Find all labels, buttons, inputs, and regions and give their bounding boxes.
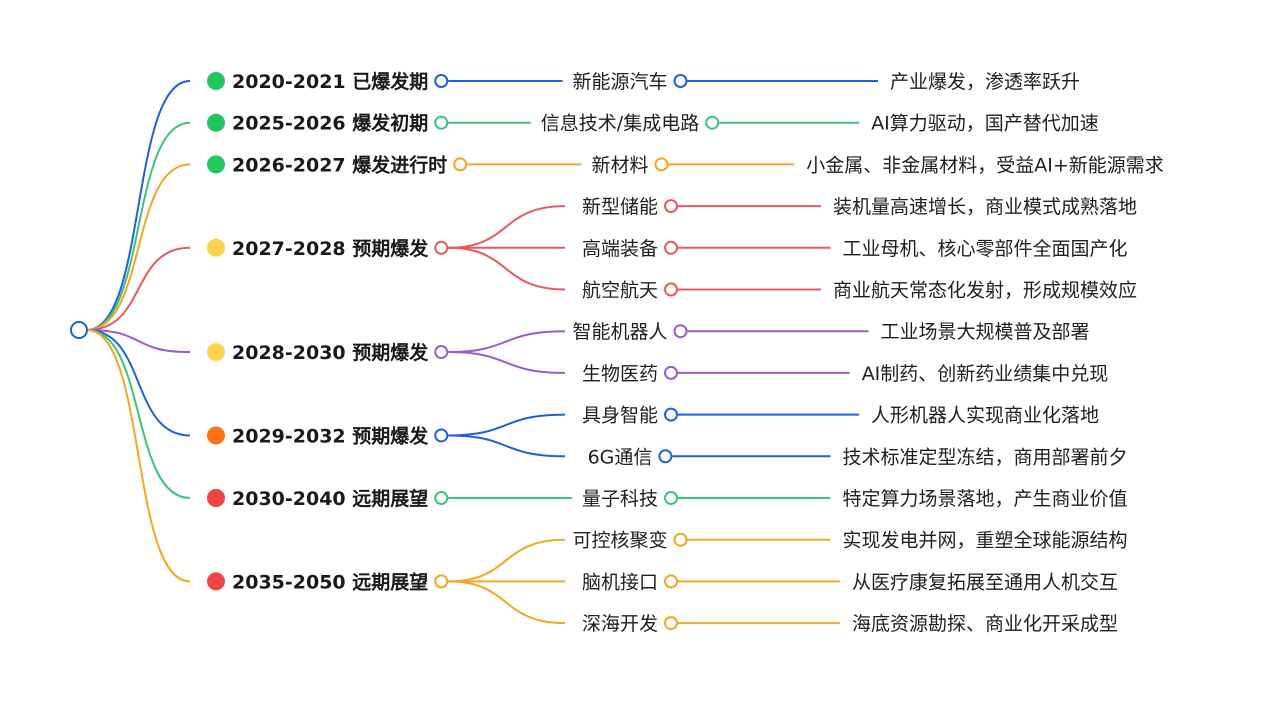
root-connector — [86, 329, 191, 354]
stage-node-handle[interactable] — [434, 115, 449, 130]
description-label: 商业航天常态化发射，形成规模效应 — [833, 280, 1137, 302]
stage-node-handle[interactable] — [434, 74, 449, 88]
sector-node-handle[interactable] — [664, 616, 679, 631]
description-label: 小金属、非金属材料，受益AI+新能源需求 — [806, 154, 1164, 176]
sector-node-handle[interactable] — [673, 74, 688, 88]
stage-connector — [448, 351, 566, 374]
sector-node-handle[interactable] — [705, 115, 720, 130]
sector-label[interactable]: 深海开发 — [582, 613, 658, 635]
stage-label[interactable]: 2028-2030 预期爆发 — [232, 341, 429, 364]
sector-node-handle[interactable] — [658, 449, 673, 464]
root-connector — [86, 246, 191, 331]
stage-connector — [448, 413, 566, 437]
root-connector — [86, 329, 191, 437]
stage-connector — [448, 538, 566, 583]
node-layer: 2020-2021 已爆发期 新能源汽车 产业爆发，渗透率跃升 2025-2026 爆… — [207, 70, 1164, 635]
status-dot — [207, 343, 225, 362]
status-dot — [207, 238, 225, 257]
stage-connector — [448, 434, 566, 458]
sector-node-handle[interactable] — [673, 532, 688, 547]
sector-label[interactable]: 新材料 — [591, 154, 648, 176]
sector-node-handle[interactable] — [673, 324, 688, 339]
description-label: 人形机器人实现商业化落地 — [871, 405, 1099, 427]
root-connector — [86, 163, 191, 331]
sector-node-handle[interactable] — [664, 407, 679, 422]
description-label: 实现发电并网，重塑全球能源结构 — [842, 530, 1127, 552]
stage-label[interactable]: 2026-2027 爆发进行时 — [232, 153, 447, 176]
status-dot — [207, 572, 225, 591]
sector-label[interactable]: 6G通信 — [588, 446, 653, 468]
stage-node-handle[interactable] — [434, 240, 449, 255]
stage-connector — [448, 580, 566, 625]
root-connector — [86, 329, 191, 499]
sector-label[interactable]: 生物医药 — [582, 363, 658, 385]
stage-connector — [448, 330, 566, 354]
sector-label[interactable]: 可控核聚变 — [572, 530, 667, 552]
root-node[interactable] — [70, 321, 88, 339]
root-connector — [86, 80, 191, 331]
description-label: 海底资源勘探、商业化开采成型 — [852, 613, 1118, 635]
stage-connector — [448, 246, 566, 291]
stage-connector — [448, 205, 566, 249]
status-dot — [207, 155, 225, 174]
stage-label[interactable]: 2027-2028 预期爆发 — [232, 237, 429, 260]
root-connector — [86, 121, 191, 331]
stage-node-handle[interactable] — [434, 345, 449, 360]
sector-label[interactable]: 信息技术/集成电路 — [541, 113, 699, 135]
root-connector — [86, 329, 191, 583]
status-dot — [207, 72, 225, 90]
status-dot — [207, 113, 225, 132]
sector-node-handle[interactable] — [664, 574, 679, 589]
sector-node-handle[interactable] — [664, 240, 679, 255]
sector-node-handle[interactable] — [664, 491, 679, 505]
description-label: 装机量高速增长，商业模式成熟落地 — [833, 196, 1137, 218]
stage-label[interactable]: 2035-2050 远期展望 — [232, 570, 428, 593]
sector-label[interactable]: 量子科技 — [582, 488, 658, 510]
sector-node-handle[interactable] — [664, 199, 679, 214]
description-label: 特定算力场景落地，产生商业价值 — [842, 488, 1127, 510]
sector-label[interactable]: 脑机接口 — [582, 571, 658, 593]
description-label: 工业场景大规模普及部署 — [880, 321, 1089, 343]
sector-node-handle[interactable] — [664, 282, 679, 297]
status-dot — [207, 489, 225, 507]
sector-label[interactable]: 新型储能 — [582, 196, 658, 218]
stage-label[interactable]: 2030-2040 远期展望 — [232, 487, 428, 510]
sector-node-handle[interactable] — [654, 157, 669, 172]
stage-node-handle[interactable] — [453, 157, 468, 172]
stage-label[interactable]: 2025-2026 爆发初期 — [232, 112, 428, 135]
sector-label[interactable]: 具身智能 — [582, 405, 658, 427]
sector-label[interactable]: 智能机器人 — [572, 321, 667, 343]
stage-node-handle[interactable] — [434, 574, 449, 589]
sector-label[interactable]: 高端装备 — [582, 238, 658, 260]
stage-label[interactable]: 2020-2021 已爆发期 — [232, 70, 428, 93]
stage-label[interactable]: 2029-2032 预期爆发 — [232, 424, 429, 447]
description-label: 从医疗康复拓展至通用人机交互 — [852, 571, 1118, 593]
stage-node-handle[interactable] — [434, 428, 449, 443]
status-dot — [207, 426, 225, 445]
sector-label[interactable]: 新能源汽车 — [572, 71, 667, 93]
sector-label[interactable]: 航空航天 — [582, 280, 658, 302]
sector-node-handle[interactable] — [664, 365, 679, 380]
description-label: AI制药、创新药业绩集中兑现 — [862, 363, 1109, 385]
connector-layer — [86, 80, 878, 625]
description-label: 技术标准定型冻结，商用部署前夕 — [842, 446, 1127, 468]
description-label: 产业爆发，渗透率跃升 — [890, 71, 1080, 93]
stage-node-handle[interactable] — [434, 491, 449, 505]
description-label: 工业母机、核心零部件全面国产化 — [842, 238, 1127, 260]
description-label: AI算力驱动，国产替代加速 — [871, 113, 1099, 135]
